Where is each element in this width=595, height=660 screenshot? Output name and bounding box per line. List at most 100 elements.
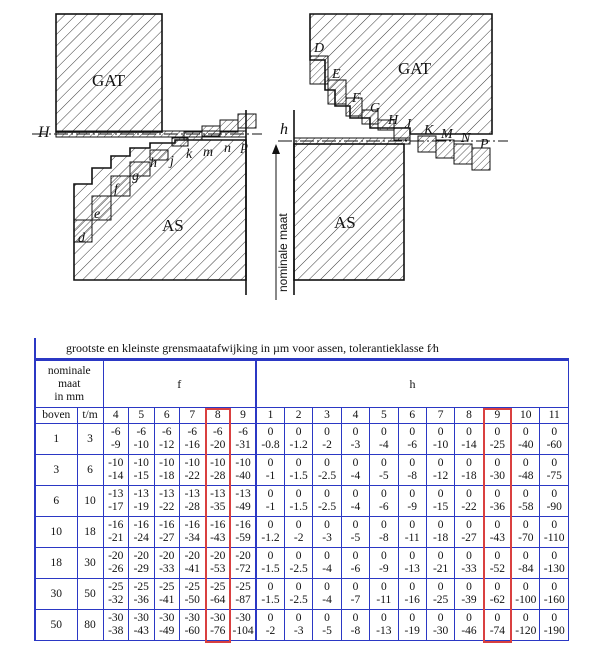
lower-deviation: -1.5 <box>261 563 280 575</box>
lower-deviation: -11 <box>376 594 392 606</box>
deviation-cell-f: -25-50 <box>179 578 206 610</box>
upper-deviation: 0 <box>380 519 387 531</box>
lower-deviation: -15 <box>133 470 149 482</box>
svg-text:H: H <box>387 113 399 128</box>
deviation-cell-h: 0-33 <box>454 547 484 579</box>
svg-text:f: f <box>114 182 120 197</box>
deviation-cell-h: 0-60 <box>539 423 569 455</box>
lower-deviation: -4 <box>379 439 389 451</box>
upper-deviation: 0 <box>522 426 529 438</box>
deviation-cell-h: 0-52 <box>482 547 513 579</box>
lower-deviation: -15 <box>432 501 449 513</box>
lower-deviation: -46 <box>461 625 477 637</box>
upper-deviation: 0 <box>494 519 501 531</box>
deviation-cell-h: 0-2.5 <box>283 578 314 610</box>
lower-deviation: -11 <box>404 532 420 544</box>
lower-deviation: -19 <box>404 625 420 637</box>
upper-deviation: 0 <box>352 426 359 438</box>
lower-deviation: -3 <box>322 532 332 544</box>
deviation-cell-h: 0-10 <box>425 423 456 455</box>
lower-deviation: -2 <box>322 439 332 451</box>
row-tm: 50 <box>76 578 104 610</box>
lower-deviation: -27 <box>461 532 477 544</box>
upper-deviation: 0 <box>409 550 416 562</box>
lower-deviation: -12 <box>432 470 449 482</box>
upper-deviation: -16 <box>159 519 175 531</box>
deviation-cell-f: -20-41 <box>179 547 206 579</box>
lower-deviation: -28 <box>210 470 226 482</box>
lower-deviation: -10 <box>432 439 449 451</box>
tolerance-zone-diagram: GAT AS H d e f g h j k m n p GAT AS h D … <box>32 13 508 300</box>
upper-deviation: -20 <box>108 550 124 562</box>
lower-deviation: -130 <box>543 563 565 575</box>
deviation-cell-f: -6-20 <box>204 423 232 455</box>
lower-deviation: -29 <box>133 563 149 575</box>
upper-deviation: 0 <box>437 612 444 624</box>
upper-deviation: -16 <box>210 519 226 531</box>
upper-deviation: 0 <box>437 426 444 438</box>
upper-deviation: 0 <box>267 488 274 500</box>
grade-h-header: 6 <box>397 407 427 424</box>
deviation-cell-f: -25-36 <box>128 578 155 610</box>
upper-deviation: -30 <box>133 612 149 624</box>
lower-deviation: -27 <box>159 532 175 544</box>
deviation-cell-h: 0-4 <box>312 547 342 579</box>
deviation-cell-h: 0-2 <box>312 423 342 455</box>
upper-deviation: -6 <box>187 426 198 438</box>
upper-deviation: 0 <box>267 457 274 469</box>
col-boven-header: boven <box>34 407 78 424</box>
upper-deviation: 0 <box>494 426 501 438</box>
upper-deviation: -13 <box>133 488 149 500</box>
upper-deviation: 0 <box>551 457 558 469</box>
upper-deviation: -20 <box>210 550 226 562</box>
lower-deviation: -32 <box>108 594 124 606</box>
lower-deviation: -75 <box>546 470 562 482</box>
lower-deviation: -4 <box>350 470 361 482</box>
upper-deviation: -6 <box>238 426 248 438</box>
grade-f-header: 7 <box>179 407 206 424</box>
grade-h-header: 10 <box>511 407 541 424</box>
upper-deviation: 0 <box>466 426 472 438</box>
upper-deviation: 0 <box>437 519 444 531</box>
lower-deviation: -2.5 <box>289 563 308 575</box>
upper-deviation: 0 <box>267 519 274 531</box>
lower-deviation: -41 <box>159 594 175 606</box>
upper-deviation: 0 <box>295 612 302 624</box>
deviation-cell-f: -30-49 <box>153 609 181 641</box>
svg-text:K: K <box>423 123 434 138</box>
upper-deviation: 0 <box>380 581 387 593</box>
lower-deviation: -8 <box>407 470 418 482</box>
deviation-cell-h: 0-43 <box>482 516 513 548</box>
lower-deviation: -60 <box>184 625 200 637</box>
deviation-cell-h: 0-8 <box>369 516 399 548</box>
upper-deviation: 0 <box>437 488 444 500</box>
grade-h-header: 1 <box>255 407 285 424</box>
upper-deviation: 0 <box>267 426 274 438</box>
lower-deviation: -5 <box>350 532 361 544</box>
grade-h-header: 4 <box>340 407 371 424</box>
lower-deviation: -4 <box>350 501 361 513</box>
upper-deviation: 0 <box>522 550 529 562</box>
deviation-cell-h: 0-90 <box>539 485 569 517</box>
upper-deviation: -25 <box>184 581 200 593</box>
row-tm: 18 <box>76 516 104 548</box>
deviation-cell-h: 0-0.8 <box>255 423 285 455</box>
lower-deviation: -5 <box>379 470 389 482</box>
upper-deviation: -25 <box>210 581 226 593</box>
upper-deviation: 0 <box>352 488 359 500</box>
lower-deviation: -53 <box>210 563 226 575</box>
deviation-cell-h: 0-3 <box>340 423 371 455</box>
deviation-cell-h: 0-1.2 <box>255 516 285 548</box>
upper-deviation: 0 <box>324 612 330 624</box>
lower-deviation: -9 <box>407 501 418 513</box>
upper-deviation: 0 <box>522 581 529 593</box>
lower-deviation: -2.5 <box>317 501 337 513</box>
deviation-cell-f: -30-43 <box>128 609 155 641</box>
upper-deviation: 0 <box>522 519 529 531</box>
lower-deviation: -49 <box>159 625 175 637</box>
deviation-cell-h: 0-30 <box>482 454 513 486</box>
upper-deviation: -16 <box>235 519 251 531</box>
